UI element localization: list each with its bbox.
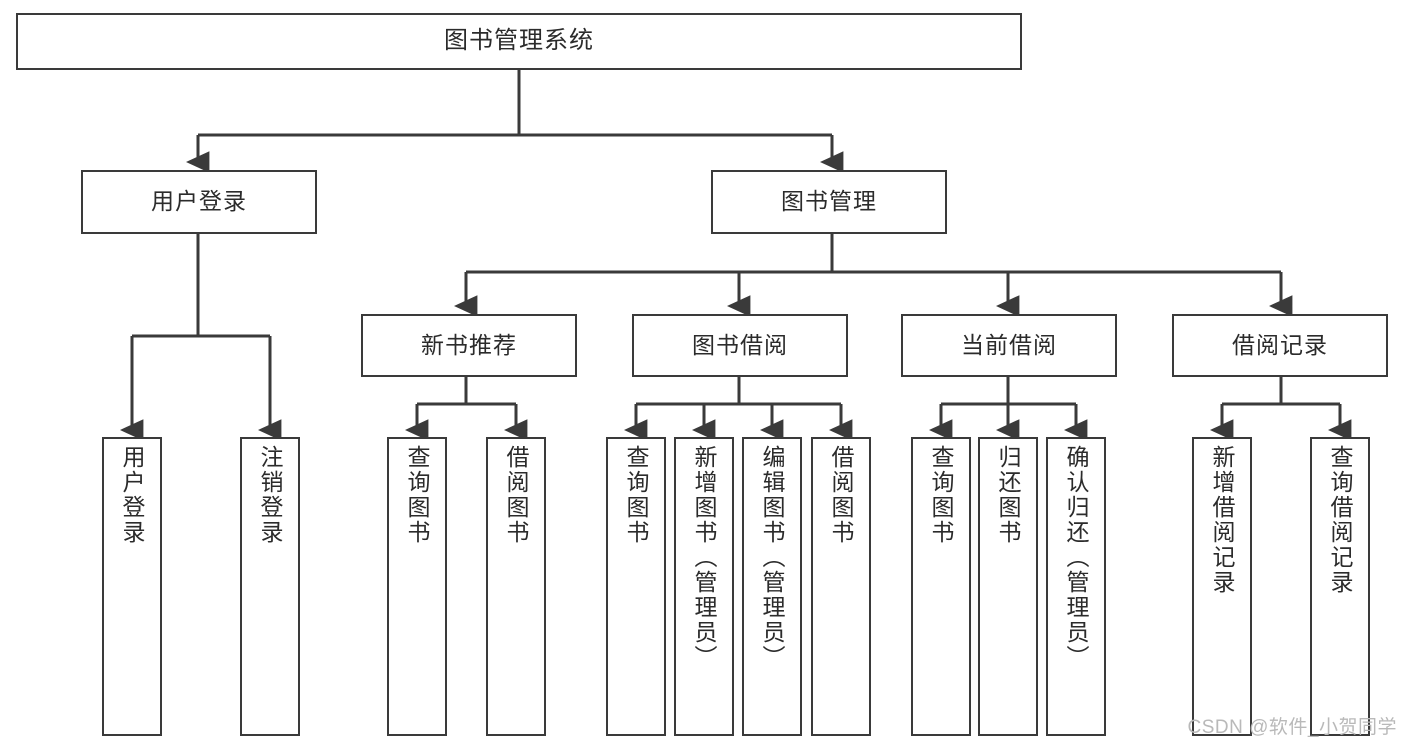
leaf-add-book-admin[interactable]: 新增图书（管理员） bbox=[674, 437, 734, 736]
node-label: 借阅图书 bbox=[828, 445, 855, 545]
node-label: 归还图书 bbox=[995, 445, 1022, 545]
node-label: 确认归还（管理员） bbox=[1063, 445, 1090, 670]
node-user-login[interactable]: 用户登录 bbox=[81, 170, 317, 234]
leaf-borrow-book-newbook[interactable]: 借阅图书 bbox=[486, 437, 546, 736]
leaf-logout[interactable]: 注销登录 bbox=[240, 437, 300, 736]
node-book-management[interactable]: 图书管理 bbox=[711, 170, 947, 234]
node-root-system[interactable]: 图书管理系统 bbox=[16, 13, 1022, 70]
leaf-query-borrow-record[interactable]: 查询借阅记录 bbox=[1310, 437, 1370, 736]
node-label: 注销登录 bbox=[257, 445, 284, 545]
leaf-edit-book-admin[interactable]: 编辑图书（管理员） bbox=[742, 437, 802, 736]
node-book-borrow[interactable]: 图书借阅 bbox=[632, 314, 848, 377]
node-label: 图书管理系统 bbox=[444, 27, 594, 55]
node-label: 查询图书 bbox=[623, 445, 650, 545]
node-label: 新增借阅记录 bbox=[1209, 445, 1236, 595]
node-label: 查询图书 bbox=[404, 445, 431, 545]
node-borrow-record[interactable]: 借阅记录 bbox=[1172, 314, 1388, 377]
node-label: 图书借阅 bbox=[692, 331, 788, 358]
node-label: 查询借阅记录 bbox=[1327, 445, 1354, 595]
node-new-book-recommend[interactable]: 新书推荐 bbox=[361, 314, 577, 377]
node-label: 编辑图书（管理员） bbox=[759, 445, 786, 670]
node-label: 新书推荐 bbox=[421, 331, 517, 358]
leaf-confirm-return-admin[interactable]: 确认归还（管理员） bbox=[1046, 437, 1106, 736]
node-label: 用户登录 bbox=[151, 188, 247, 215]
leaf-user-login[interactable]: 用户登录 bbox=[102, 437, 162, 736]
node-label: 借阅图书 bbox=[503, 445, 530, 545]
node-label: 用户登录 bbox=[119, 445, 146, 545]
node-label: 查询图书 bbox=[928, 445, 955, 545]
leaf-query-book-borrow[interactable]: 查询图书 bbox=[606, 437, 666, 736]
leaf-borrow-book[interactable]: 借阅图书 bbox=[811, 437, 871, 736]
leaf-query-book-current[interactable]: 查询图书 bbox=[911, 437, 971, 736]
node-label: 图书管理 bbox=[781, 188, 877, 215]
node-label: 当前借阅 bbox=[961, 331, 1057, 358]
node-label: 新增图书（管理员） bbox=[691, 445, 718, 670]
node-current-borrow[interactable]: 当前借阅 bbox=[901, 314, 1117, 377]
node-label: 借阅记录 bbox=[1232, 331, 1328, 358]
leaf-query-book-newbook[interactable]: 查询图书 bbox=[387, 437, 447, 736]
leaf-return-book[interactable]: 归还图书 bbox=[978, 437, 1038, 736]
leaf-add-borrow-record[interactable]: 新增借阅记录 bbox=[1192, 437, 1252, 736]
